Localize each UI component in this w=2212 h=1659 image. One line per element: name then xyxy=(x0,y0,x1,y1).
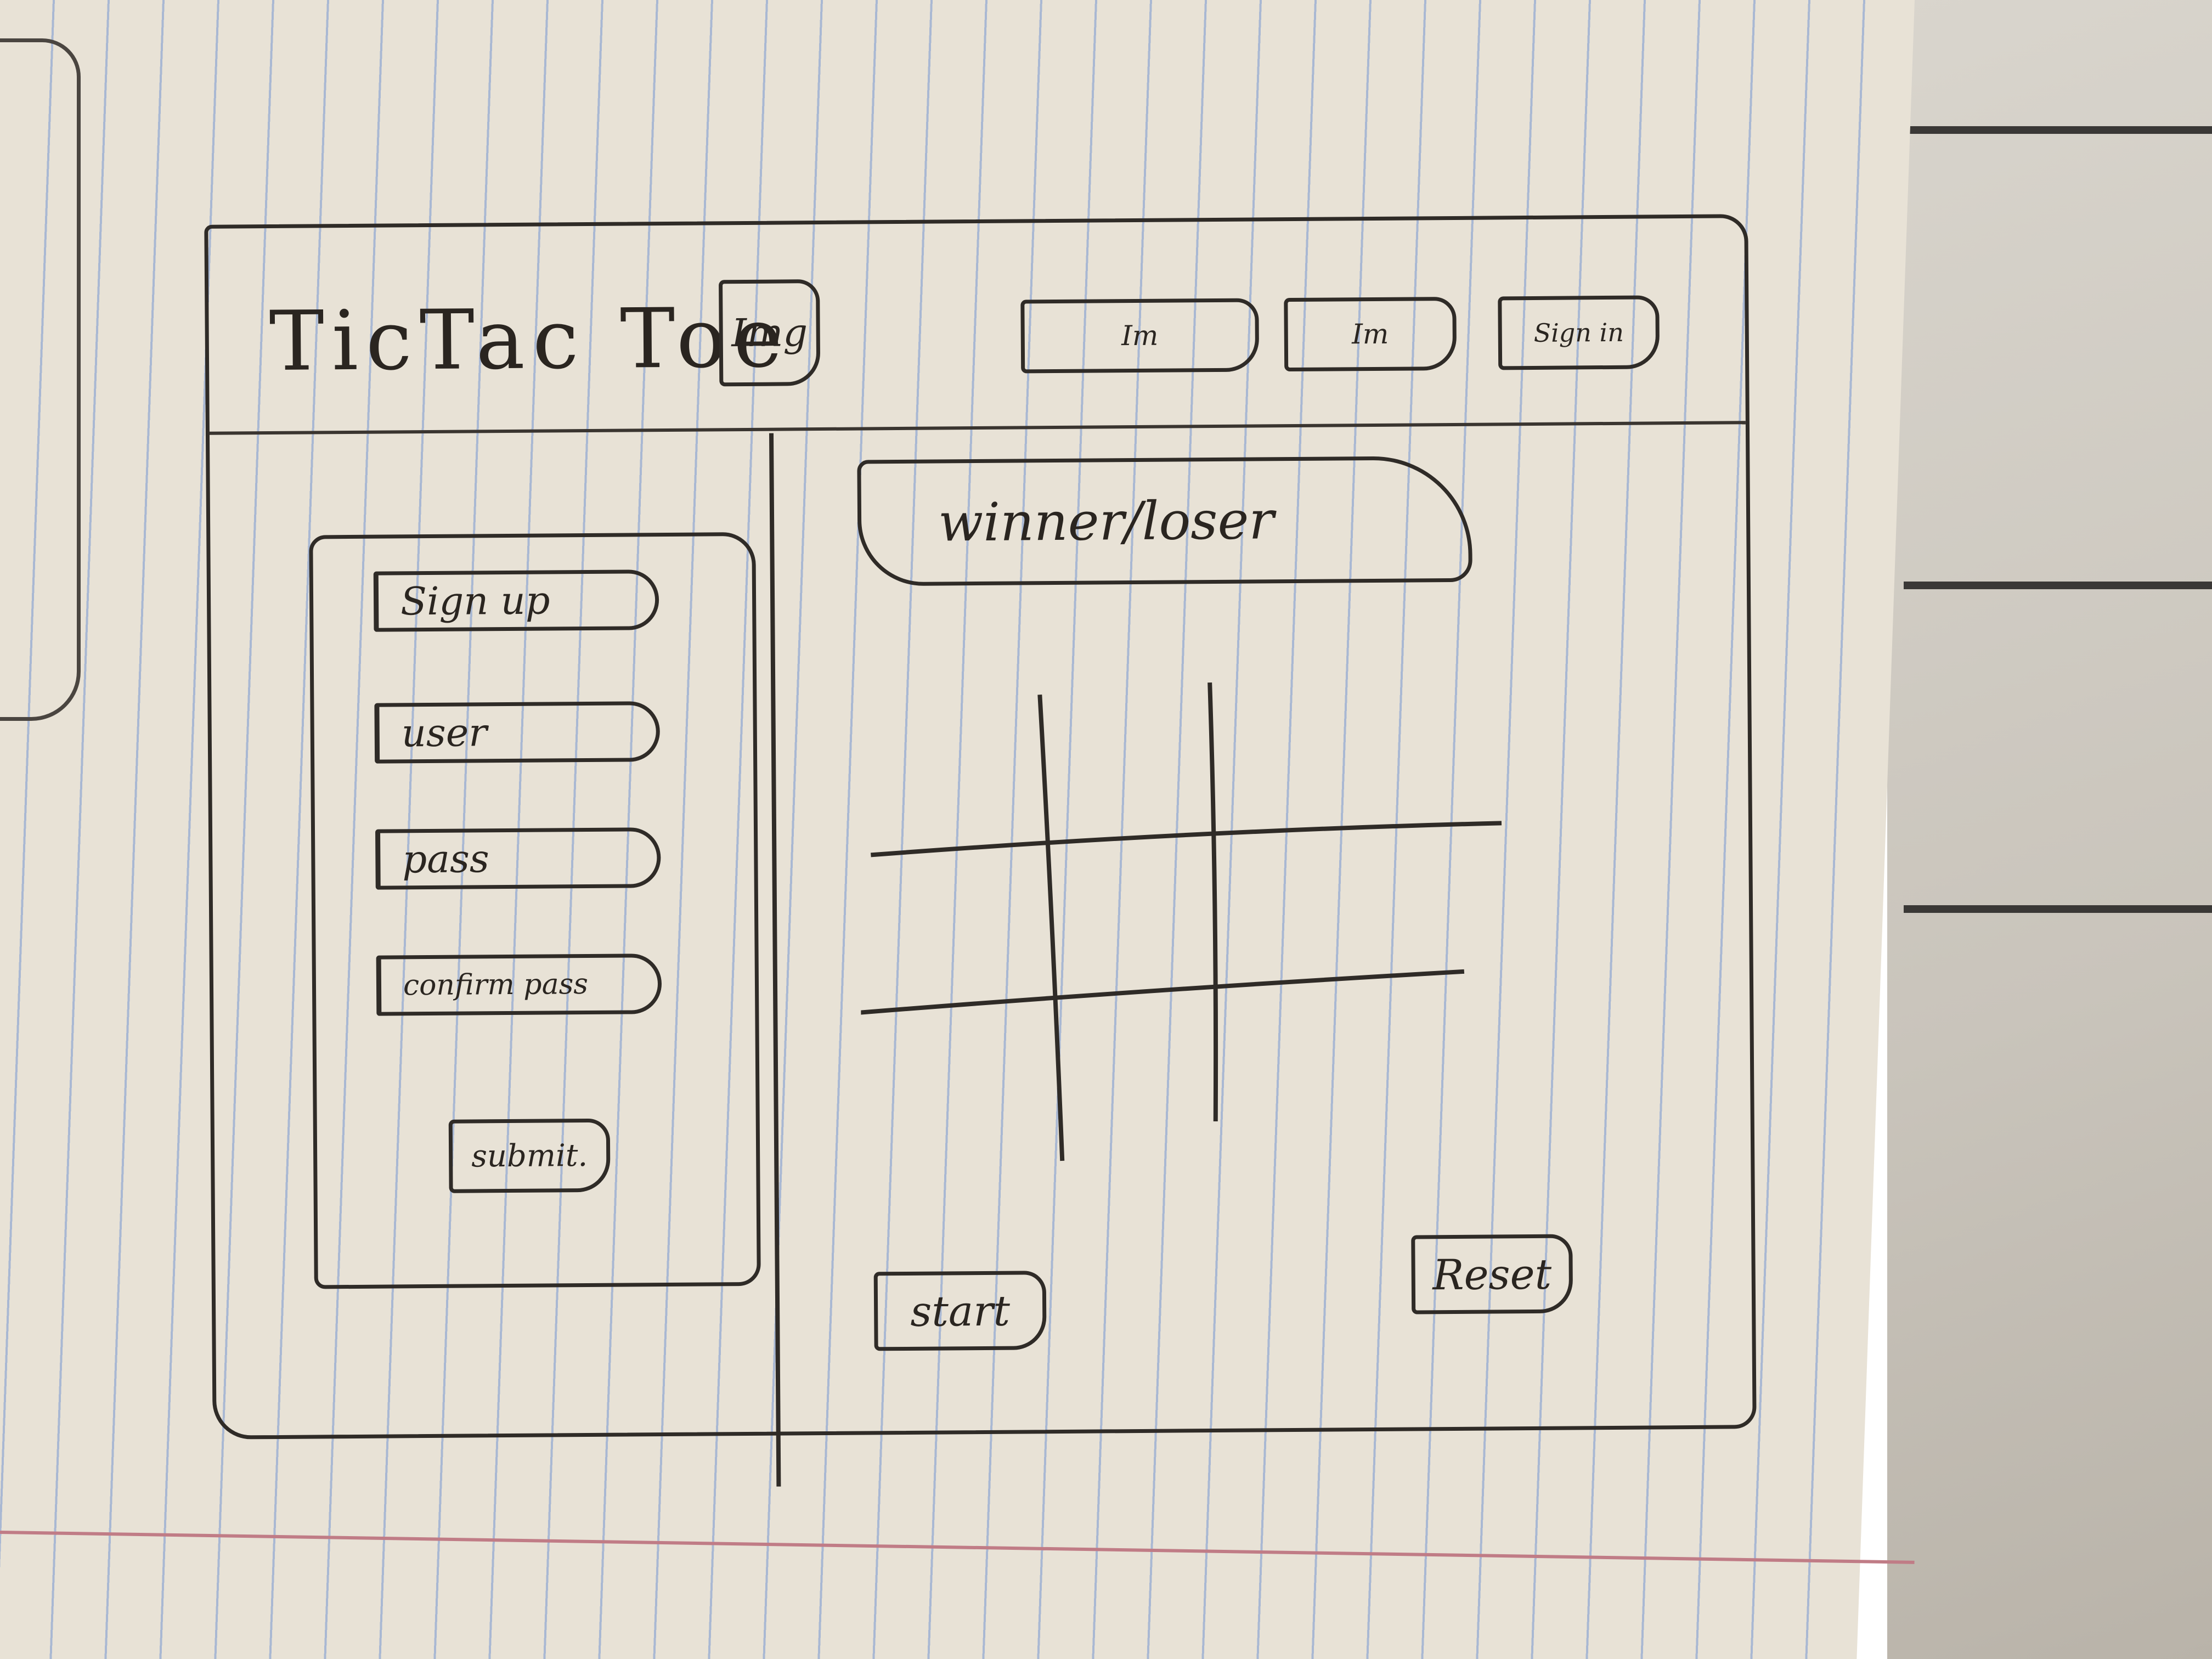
cabinet-drawer-edge xyxy=(1904,582,2212,595)
cabinet-drawer-edge xyxy=(1904,905,2212,918)
board-cell[interactable] xyxy=(1053,1012,1218,1166)
winner-loser-banner: winner/loser xyxy=(857,455,1472,586)
vertical-divider xyxy=(769,433,781,1487)
start-button[interactable]: start xyxy=(873,1271,1047,1351)
app-window: TicTac Toe Img Im Im Sign in Sign up use… xyxy=(204,214,1757,1487)
nav-button-2[interactable]: Im xyxy=(1284,296,1457,372)
board-cell[interactable] xyxy=(1221,687,1386,842)
reset-button[interactable]: Reset xyxy=(1411,1234,1573,1314)
game-area: winner/loser start Reset xyxy=(857,454,1686,1392)
confirm-password-field[interactable]: confirm pass xyxy=(376,953,662,1016)
app-title: TicTac Toe xyxy=(269,290,791,390)
background-cabinet xyxy=(1887,0,2212,1659)
signup-panel: Sign up user pass confirm pass submit. xyxy=(309,532,761,1289)
tic-tac-toe-board xyxy=(858,664,1531,1173)
sign-in-button[interactable]: Sign in xyxy=(1498,295,1660,370)
previous-sketch-edge xyxy=(0,38,81,721)
board-cell[interactable] xyxy=(872,1013,1037,1167)
logo-image-placeholder: Img xyxy=(719,279,821,387)
board-cell[interactable] xyxy=(1051,688,1216,843)
username-field[interactable]: user xyxy=(374,701,661,764)
board-cell[interactable] xyxy=(1052,853,1217,1007)
board-cell[interactable] xyxy=(870,689,1035,844)
board-cell[interactable] xyxy=(1223,1011,1389,1165)
cabinet-drawer-edge xyxy=(1904,126,2212,139)
nav-button-1[interactable]: Im xyxy=(1020,298,1260,374)
board-cell[interactable] xyxy=(1222,851,1387,1006)
header-bar: TicTac Toe Img Im Im Sign in xyxy=(208,218,1746,435)
submit-button[interactable]: submit. xyxy=(448,1118,611,1193)
board-cell[interactable] xyxy=(871,854,1036,1008)
board-lines xyxy=(858,682,1502,1161)
password-field[interactable]: pass xyxy=(375,827,661,890)
signup-heading: Sign up xyxy=(373,569,659,632)
